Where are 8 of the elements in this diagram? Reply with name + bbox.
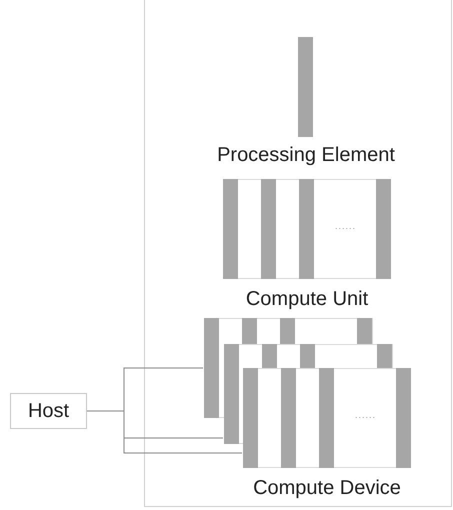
unit-label: Processing Element xyxy=(216,145,396,165)
unit-label: Compute Unit xyxy=(244,289,370,309)
ellipsis: ...... xyxy=(355,411,376,420)
unit-label: Compute Device xyxy=(252,478,402,498)
host-label: Host xyxy=(28,401,70,421)
host-box xyxy=(10,393,87,429)
ellipsis: ...... xyxy=(335,222,356,231)
device-panel xyxy=(144,0,452,507)
